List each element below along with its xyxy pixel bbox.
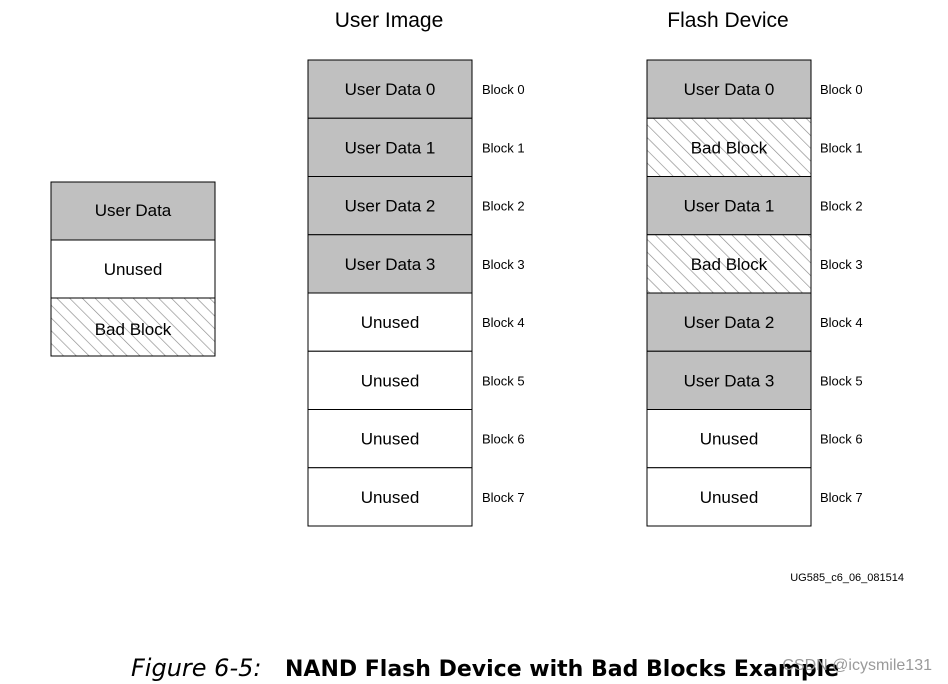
flash-device-block-5: User Data 3 [646, 350, 812, 410]
user-image-block-2-text: User Data 2 [345, 197, 436, 216]
flash-device-title: Flash Device [667, 9, 788, 32]
flash-device-block-5-text: User Data 3 [684, 371, 775, 390]
user-image-block-4-box [307, 292, 473, 352]
user-image-block-7: Unused [307, 467, 473, 527]
user-image-block-5: Unused [307, 350, 473, 410]
legend-unused-box [50, 239, 216, 299]
user-image-block-label-5: Block 5 [482, 373, 525, 388]
figure-reference-id: UG585_c6_06_081514 [790, 572, 904, 584]
flash-device-block-3: Bad Block [646, 234, 812, 294]
user-image-block-2: User Data 2 [307, 176, 473, 236]
flash-device-block-label-3: Block 3 [820, 257, 863, 272]
figure-caption: Figure 6-5: NAND Flash Device with Bad B… [131, 654, 839, 682]
watermark: CSDN @icysmile131 [782, 657, 932, 674]
flash-device-block-label-1: Block 1 [820, 140, 863, 155]
flash-device-block-5-box [646, 350, 812, 410]
flash-device-block-2: User Data 1 [646, 176, 812, 236]
user-image-block-0-text: User Data 0 [345, 80, 436, 99]
user-image-block-label-1: Block 1 [482, 140, 525, 155]
flash-device-block-label-5: Block 5 [820, 373, 863, 388]
user-image-block-labels: Block 0 Block 1 Block 2 Block 3 Block 4 Block… [482, 82, 525, 505]
flash-device-block-label-0: Block 0 [820, 82, 863, 97]
user-image-block-6-text: Unused [361, 430, 420, 449]
legend-bad-block-box [50, 297, 216, 357]
flash-device-block-3-box [646, 234, 812, 294]
user-image-block-label-0: Block 0 [482, 82, 525, 97]
user-image-block-2-box [307, 176, 473, 236]
flash-device-block-4: User Data 2 [646, 292, 812, 352]
flash-device-block-7: Unused [646, 467, 812, 527]
flash-device-block-label-6: Block 6 [820, 432, 863, 447]
user-image-block-label-4: Block 4 [482, 315, 525, 330]
caption-label: Figure 6-5: [131, 654, 261, 682]
flash-device-block-4-box [646, 292, 812, 352]
user-image-block-label-7: Block 7 [482, 490, 525, 505]
legend-user-data-box [50, 181, 216, 241]
user-image-block-5-text: Unused [361, 371, 420, 390]
user-image-block-4: Unused [307, 292, 473, 352]
flash-device-block-2-box [646, 176, 812, 236]
user-image-block-0: User Data 0 [307, 59, 473, 119]
caption-title: NAND Flash Device with Bad Blocks Exampl… [285, 657, 839, 682]
flash-device-block-6-box [646, 409, 812, 469]
flash-device-block-0-text: User Data 0 [684, 80, 775, 99]
flash-device-block-3-text: Bad Block [691, 255, 768, 274]
user-image-block-1-text: User Data 1 [345, 138, 436, 157]
flash-device-block-7-box [646, 467, 812, 527]
legend-bad-block: Bad Block [50, 297, 216, 357]
user-image-block-6: Unused [307, 409, 473, 469]
flash-device-block-label-2: Block 2 [820, 199, 863, 214]
legend-user-data-label: User Data [95, 201, 172, 220]
flash-device-block-1-box [646, 117, 812, 177]
user-image-block-3: User Data 3 [307, 234, 473, 294]
user-image-block-label-6: Block 6 [482, 432, 525, 447]
user-image-block-1-box [307, 117, 473, 177]
flash-device-block-1: Bad Block [646, 117, 812, 177]
user-image-block-7-text: Unused [361, 488, 420, 507]
user-image-block-label-3: Block 3 [482, 257, 525, 272]
user-image-block-0-box [307, 59, 473, 119]
user-image-cells: User Data 0 User Data 1 User Data 2 User Da… [307, 59, 473, 527]
legend-user-data: User Data [50, 181, 216, 241]
flash-device-block-label-4: Block 4 [820, 315, 863, 330]
user-image-block-1: User Data 1 [307, 117, 473, 177]
flash-device-block-6-text: Unused [700, 430, 759, 449]
legend-unused-label: Unused [104, 260, 163, 279]
flash-device-block-0: User Data 0 [646, 59, 812, 119]
flash-device-block-0-box [646, 59, 812, 119]
legend-unused: Unused [50, 239, 216, 299]
flash-device-block-4-text: User Data 2 [684, 313, 775, 332]
legend-bad-block-label: Bad Block [95, 320, 172, 339]
flash-device-block-7-text: Unused [700, 488, 759, 507]
flash-device-block-6: Unused [646, 409, 812, 469]
flash-device-block-labels: Block 0 Block 1 Block 2 Block 3 Block 4 Block… [820, 82, 863, 505]
user-image-block-label-2: Block 2 [482, 199, 525, 214]
flash-device-block-label-7: Block 7 [820, 490, 863, 505]
user-image-block-6-box [307, 409, 473, 469]
flash-device-block-1-text: Bad Block [691, 138, 768, 157]
legend: User Data Unused Bad Block [50, 181, 216, 357]
flash-device-block-2-text: User Data 1 [684, 197, 775, 216]
user-image-block-3-text: User Data 3 [345, 255, 436, 274]
user-image-block-7-box [307, 467, 473, 527]
user-image-block-4-text: Unused [361, 313, 420, 332]
user-image-title: User Image [335, 9, 444, 32]
